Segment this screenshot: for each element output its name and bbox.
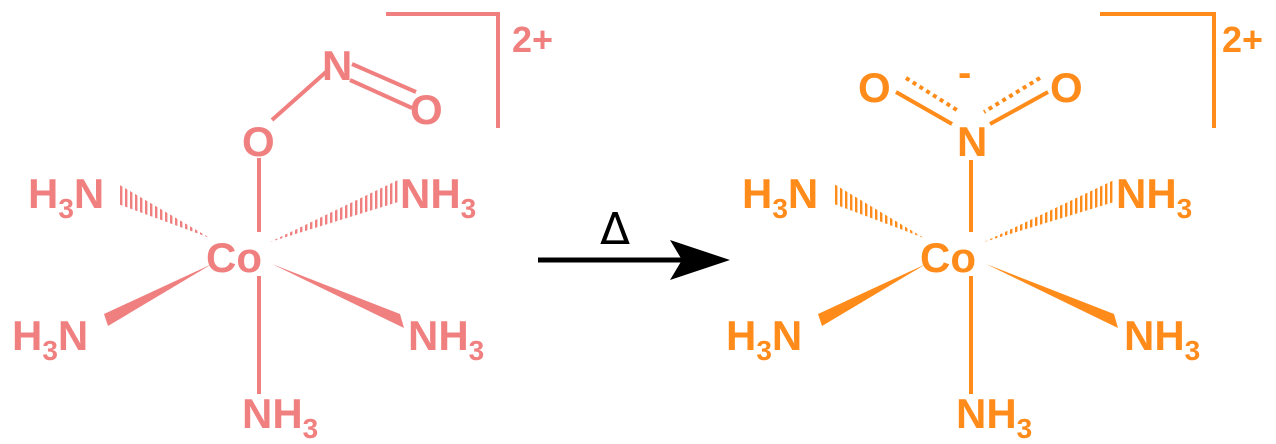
negative-charge: - [958, 51, 971, 95]
arrow-head [670, 240, 730, 280]
ligand-nh3-bottom: NH3 [242, 390, 318, 444]
bond-n-o-double-1 [351, 62, 417, 94]
ligand-h3n-lower-left-right: H3N [726, 312, 802, 366]
atom-o-terminal: O [410, 86, 443, 133]
bond-n-o-right-solid [989, 90, 1049, 126]
ligand-nh3-lower-right: NH3 [408, 312, 484, 366]
hash-bond-upper-right [270, 180, 398, 242]
charge-bracket-right [1100, 12, 1216, 128]
ligand-h3n-lower-left: H3N [12, 312, 88, 366]
charge-label-right: 2+ [1222, 19, 1263, 60]
hash-bond-upper-left [118, 184, 210, 238]
reaction-arrow: Δ [538, 204, 730, 280]
wedge-bond-lower-left-right [818, 264, 926, 326]
ligand-h3n-upper-left: H3N [28, 170, 104, 224]
nitro-complex: 2+ O O - N Co H3N NH3 H3N NH3 NH3 [726, 12, 1263, 444]
wedge-bond-lower-left [104, 264, 212, 326]
ligand-h3n-upper-left-right: H3N [742, 170, 818, 224]
hash-bond-upper-right-right [984, 180, 1114, 242]
charge-bracket-left [386, 12, 500, 128]
arrow-label-heat: Δ [600, 204, 630, 255]
ligand-nh3-lower-right-right: NH3 [1124, 312, 1200, 366]
atom-n-nitrite: N [322, 42, 352, 89]
hash-bond-upper-left-right [834, 184, 924, 238]
atom-o-bridge: O [242, 118, 275, 165]
wedge-bond-lower-right-right [986, 264, 1118, 328]
metal-co-right: Co [920, 234, 976, 281]
bond-o-n [270, 70, 328, 122]
bond-n-o-left-solid [895, 90, 953, 126]
nitrito-complex: 2+ N O O Co H3N NH3 H3N NH3 NH3 [12, 12, 553, 444]
ligand-nh3-upper-right-right: NH3 [1116, 170, 1192, 224]
wedge-bond-lower-right [272, 264, 404, 328]
atom-n-nitro: N [957, 118, 987, 165]
ligand-nh3-bottom-right: NH3 [956, 390, 1032, 444]
metal-co-left: Co [206, 234, 262, 281]
bond-n-o-left-dashed [904, 76, 962, 114]
atom-o-left: O [858, 64, 891, 111]
charge-label-left: 2+ [512, 19, 553, 60]
bond-n-o-right-dashed [982, 76, 1042, 114]
atom-o-right: O [1050, 64, 1083, 111]
bond-n-o-double-2 [349, 78, 413, 110]
ligand-nh3-upper-right: NH3 [400, 170, 476, 224]
